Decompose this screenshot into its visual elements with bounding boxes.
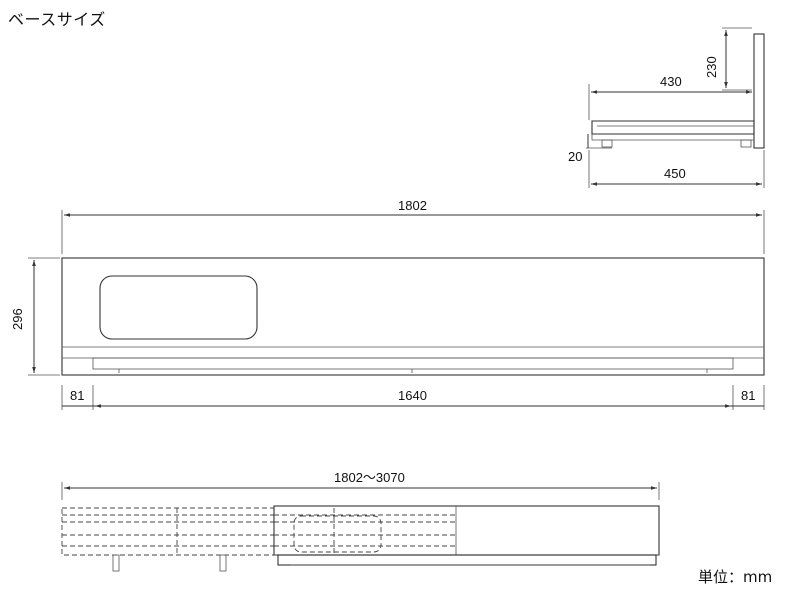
page-title: ベースサイズ xyxy=(8,10,106,29)
extend-main-body xyxy=(273,505,660,556)
extend-leg-left xyxy=(112,554,120,572)
side-view: 230 430 20 450 xyxy=(568,27,765,188)
dim-1802-label: 1802 xyxy=(398,198,427,213)
side-base-slab xyxy=(591,120,755,135)
dim-430-label: 430 xyxy=(660,74,682,89)
dim-1640-label: 1640 xyxy=(398,388,427,403)
top-front-rail xyxy=(92,357,734,370)
top-base-body xyxy=(61,257,765,376)
extend-front-rail xyxy=(277,554,657,566)
extend-dashed-recess xyxy=(293,515,382,553)
dim-450-label: 450 xyxy=(664,166,686,181)
dim-230-label: 230 xyxy=(704,56,719,78)
top-recess xyxy=(99,275,258,340)
dim-20-label: 20 xyxy=(568,149,582,164)
unit-label: 単位：mm xyxy=(698,568,773,586)
dim-81-right-label: 81 xyxy=(741,388,755,403)
extend-leg-right xyxy=(219,554,227,572)
dim-296-label: 296 xyxy=(10,308,25,330)
side-foot-left xyxy=(601,139,613,148)
top-view: 1802 296 81 1640 81 xyxy=(10,198,765,410)
side-headboard xyxy=(753,33,765,149)
extend-view: 1802～3070 xyxy=(61,470,660,572)
dim-range-label: 1802～3070 xyxy=(334,470,405,485)
side-foot-right xyxy=(740,139,752,148)
dim-81-left-label: 81 xyxy=(70,388,84,403)
